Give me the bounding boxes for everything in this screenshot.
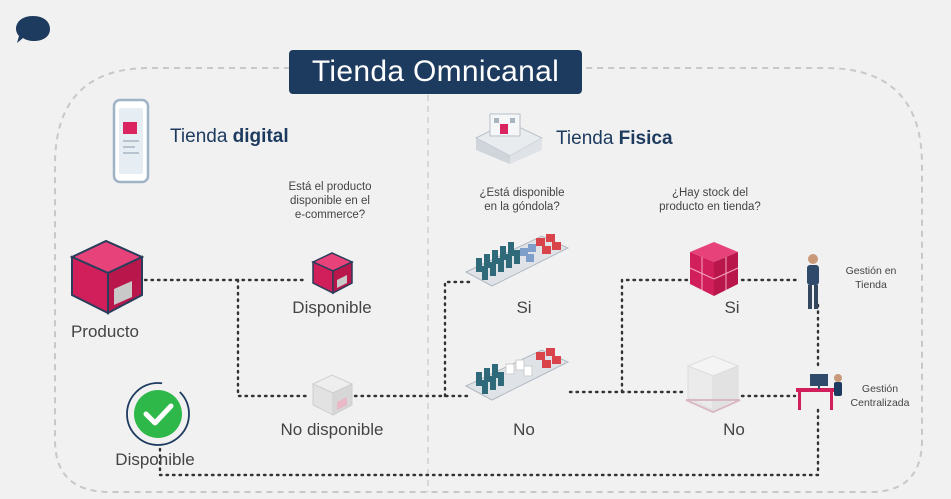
label-disponible-final: Disponible [115,450,195,469]
section-fisica-bold: Fisica [618,128,673,149]
person-icon [807,254,819,309]
label-no-gondola: No [513,420,535,439]
label-si-stock: Si [724,298,740,317]
question-gondola: ¿Está disponible en la góndola? [479,187,565,213]
connector-return-loop [158,408,820,477]
question-ecommerce: Está el producto disponible en el e-comm… [288,181,372,221]
phone-icon [112,98,150,184]
connector-to-no-disponible [236,278,312,398]
section-digital-bold: digital [232,126,289,147]
check-circle-icon [126,382,190,446]
gray-box-icon [311,374,354,416]
stacked-boxes-icon [689,242,739,296]
small-box-icon [311,252,354,295]
label-gestion-tienda: Gestión en Tienda [845,265,897,291]
connector-to-stock-si [620,278,690,394]
product-box-icon [69,239,145,315]
page-title: Tienda Omnicanal [289,50,582,94]
label-no-disponible: No disponible [280,420,384,439]
shelf-full-icon [464,234,570,287]
store-building-icon [474,113,544,164]
label-disponible-ecommerce: Disponible [292,298,372,317]
label-producto: Producto [70,322,140,341]
label-gestion-centralizada: Gestión Centralizada [850,383,910,409]
omnichannel-frame [54,67,923,493]
question-stock: ¿Hay stock del producto en tienda? [659,187,761,213]
connector-to-gondola-si [443,280,472,398]
label-si-gondola: Si [516,298,532,317]
shelf-partial-icon [464,348,570,401]
section-fisica-prefix: Tienda [556,128,619,149]
empty-pallet-icon [685,355,741,414]
section-digital: Tienda digital [170,126,289,148]
workstation-icon [796,374,842,410]
label-no-stock: No [723,420,745,439]
section-digital-prefix: Tienda [170,126,233,147]
chat-bubble-icon [16,16,50,43]
section-fisica: Tienda Fisica [556,128,673,150]
